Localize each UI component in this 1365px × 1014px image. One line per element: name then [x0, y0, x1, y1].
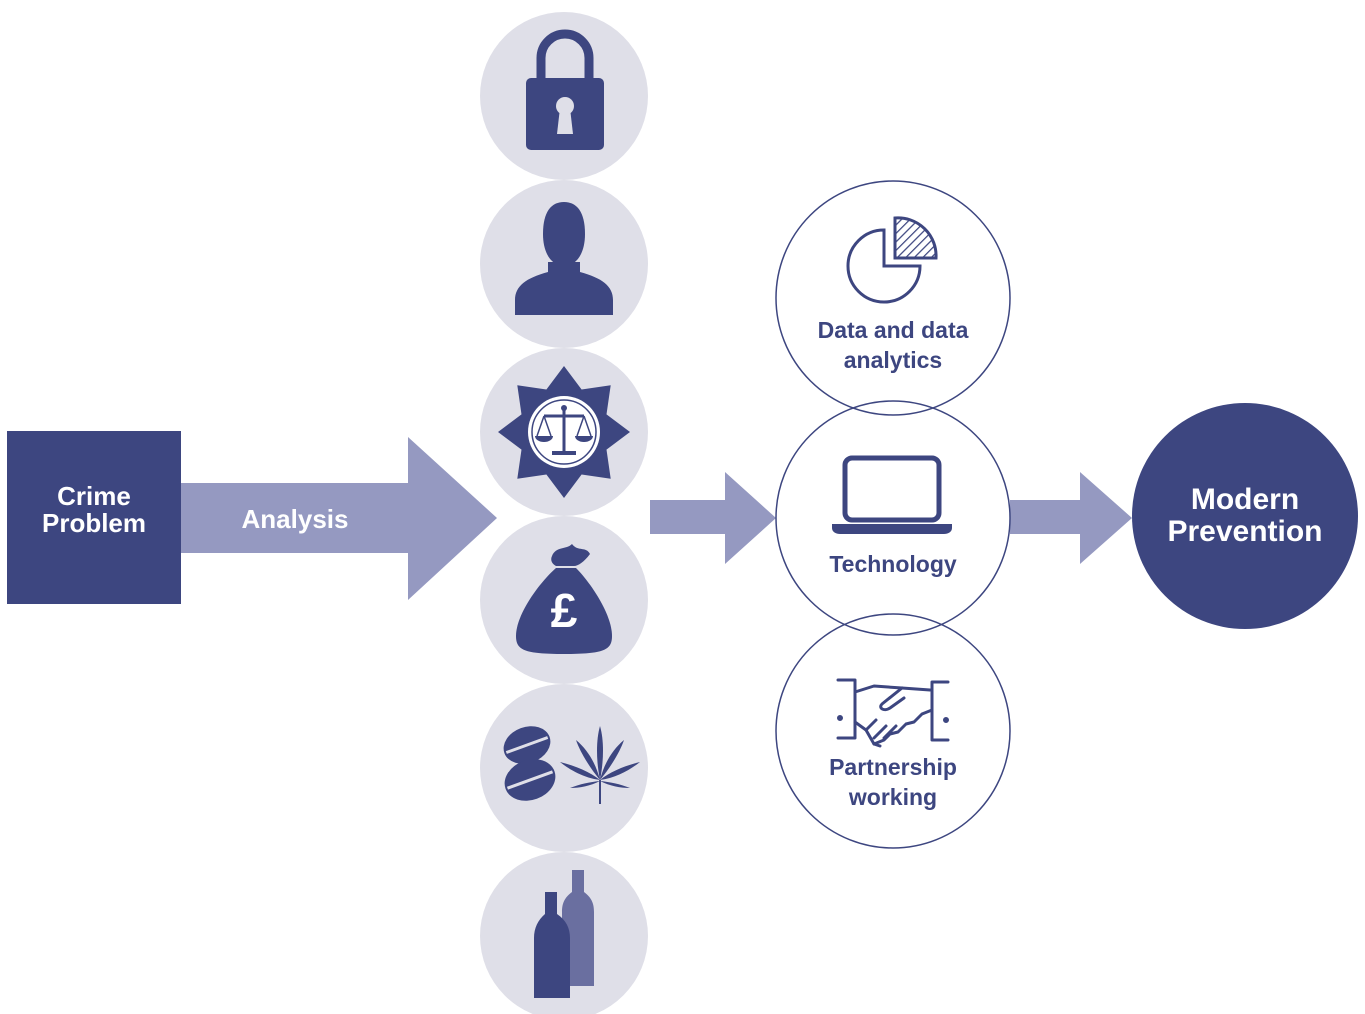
enabler-label-data: Data and data analytics — [776, 316, 1010, 376]
enabler-label-partnership: Partnership working — [776, 753, 1010, 813]
enabler-circle-partnership — [775, 613, 1011, 849]
enabler-data-line1: Data and data — [817, 317, 969, 343]
enabler-circle-data — [775, 180, 1011, 416]
crime-problem-line2: Problem — [41, 508, 147, 539]
crime-problem-line1: Crime — [57, 481, 131, 511]
modern-prevention-line1: Modern — [1190, 483, 1300, 516]
crime-problem-label: Crime Problem — [7, 481, 181, 539]
modern-prevention-circle — [1132, 403, 1358, 629]
enabler-data-line2: analytics — [843, 346, 943, 373]
drugs-pills-cannabis-icon — [503, 726, 640, 804]
enabler-technology-line1: Technology — [829, 551, 957, 577]
pie-chart-icon — [846, 216, 938, 304]
enabler-circle-technology — [775, 400, 1011, 636]
factor-circles — [480, 12, 648, 1014]
pound-sign-glyph: £ — [550, 585, 578, 638]
right-arrow — [1010, 472, 1132, 564]
alcohol-bottles-icon — [534, 870, 594, 998]
laptop-icon — [832, 455, 952, 534]
enabler-circles — [775, 180, 1011, 849]
middle-arrow — [650, 472, 776, 564]
handshake-icon — [836, 678, 950, 748]
enabler-partnership-line1: Partnership — [829, 754, 957, 780]
police-badge-scales-icon — [498, 366, 630, 498]
enabler-partnership-line2: working — [848, 783, 938, 810]
crime-problem-box — [7, 431, 181, 604]
factor-circle — [480, 684, 648, 852]
enabler-label-technology: Technology — [776, 550, 1010, 580]
analysis-arrow — [180, 437, 497, 600]
person-silhouette-icon — [515, 202, 613, 315]
modern-prevention-line2: Prevention — [1167, 514, 1323, 548]
analysis-label: Analysis — [241, 504, 349, 534]
open-padlock-icon — [526, 29, 604, 150]
pound-money-bag-icon — [516, 544, 612, 654]
modern-prevention-label: Modern Prevention — [1132, 484, 1358, 547]
